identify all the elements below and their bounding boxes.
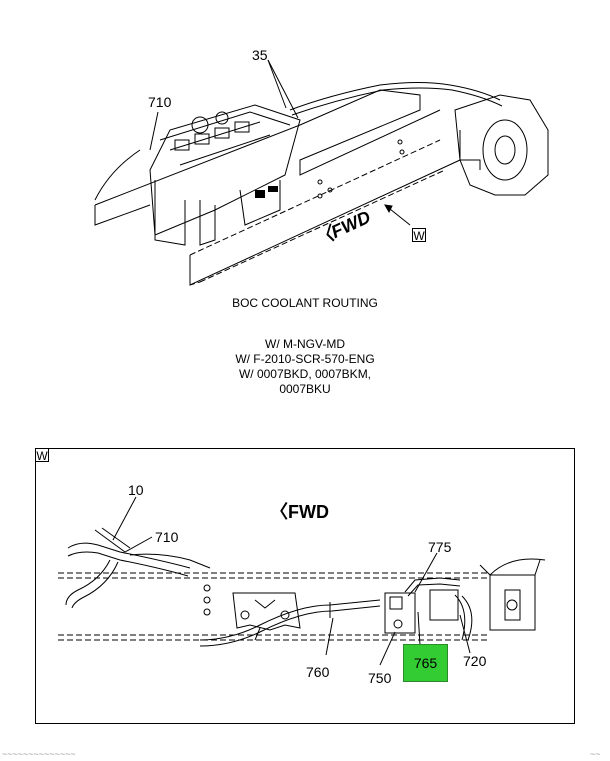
view-w-marker-detail: W [35,448,49,463]
condition-line: W/ F-2010-SCR-570-ENG [235,352,375,366]
conditions-block: W/ M-NGV-MD W/ F-2010-SCR-570-ENG W/ 000… [205,337,405,397]
footer-reference: ~~~~~~~~~~~~~~ [2,749,76,759]
callout-710-detail: 710 [155,529,179,545]
diagram-title: BOC COOLANT ROUTING [232,296,378,310]
condition-line: W/ M-NGV-MD [265,337,345,351]
callout-720: 720 [463,653,487,669]
fwd-label-detail: 〈FWD [270,498,329,524]
callout-750: 750 [368,670,392,686]
callout-765-highlighted[interactable]: 765 [403,644,448,682]
callout-10: 10 [128,482,144,498]
fwd-arrow-icon: 〈 [270,502,288,522]
callout-775: 775 [428,539,452,555]
view-w-marker-main: W [412,228,426,243]
callout-35: 35 [252,47,268,63]
callout-760: 760 [306,664,330,680]
detail-view-frame [35,448,575,724]
fwd-text: FWD [288,502,329,522]
condition-line: 0007BKU [279,382,331,396]
footer-page: ~~ [590,749,601,759]
condition-line: W/ 0007BKD, 0007BKM, [238,367,372,381]
callout-710: 710 [148,94,172,110]
